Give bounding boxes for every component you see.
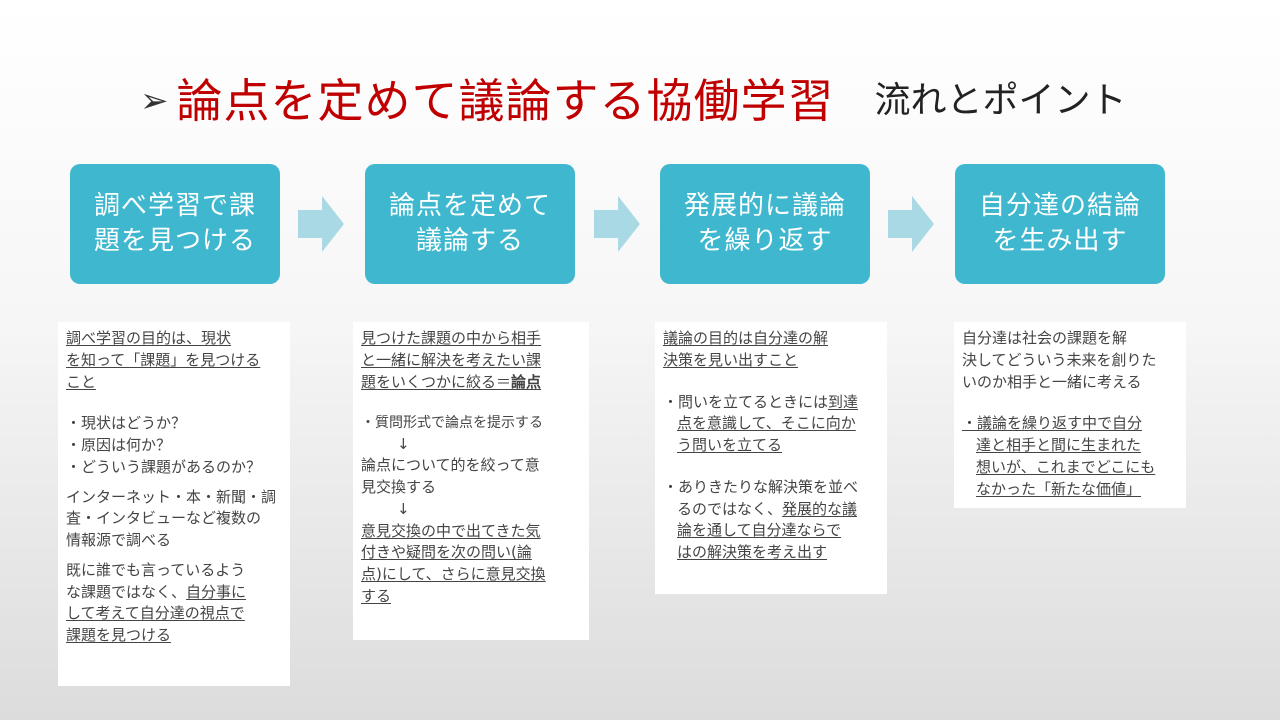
main-title: 論点を定めて議論する協働学習 <box>176 74 835 128</box>
card-discussion: 議論の目的は自分達の解 決策を見い出すこと ・問いを立てるときには到達 点を意識… <box>655 322 887 594</box>
card4-point-1: ・議論を繰り返す中で自分 達と相手と間に生まれた 想いが、これまでどこにも なか… <box>962 414 1156 498</box>
step-1-box: 調べ学習で課 題を見つける <box>70 164 280 284</box>
card3-point-1-plain: ・問いを立てるときには <box>663 392 829 411</box>
card3-intro: 議論の目的は自分達の解 決策を見い出すこと <box>663 329 829 369</box>
card1-question-3: ・どういう課題があるのか？ <box>66 457 262 476</box>
card3-point-1-underlined: 到達 点を意識して、そこに向か う問いを立てる <box>677 392 859 455</box>
card2-arrow-1: ↓ <box>397 434 410 453</box>
step-3-box: 発展的に議論 を繰り返す <box>660 164 870 284</box>
card1-sources: インターネット・本・新聞・調 査・インタビューなど複数の 情報源で調べる <box>66 487 277 550</box>
card-conclusion: 自分達は社会の課題を解 決してどういう未来を創りた いのか相手と一緒に考える ・… <box>954 322 1186 508</box>
card1-tip: 既に誰でも言っているよう な課題ではなく、自分事に して考えて自分達の視点で 課… <box>66 560 282 647</box>
step-3-label: 発展的に議論 を繰り返す <box>683 190 846 256</box>
card2-intro: 見つけた課題の中から相手 と一緒に解決を考えたい課 題をいくつかに絞る＝論点 <box>361 328 581 393</box>
card2-arrow-2: ↓ <box>397 499 410 518</box>
step-4-box: 自分達の結論 を生み出す <box>955 164 1165 284</box>
step-2-label: 論点を定めて 議論する <box>388 190 551 256</box>
card1-intro: 調べ学習の目的は、現状 を知って「課題」を見つける こと <box>66 329 261 391</box>
step-1-label: 調べ学習で課 題を見つける <box>93 190 256 256</box>
card2-point-2: 論点について的を絞って意 見交換する <box>361 456 540 497</box>
step-2-box: 論点を定めて 議論する <box>365 164 575 284</box>
flow-arrow-2-icon <box>594 196 640 252</box>
card3-point-1: ・問いを立てるときには到達 点を意識して、そこに向か う問いを立てる <box>663 392 879 457</box>
card3-point-2-plain: ・ありきたりな解決策を並べ るのではなく、 <box>663 477 859 518</box>
card2-point-3: 意見交換の中で出てきた気 付きや疑問を次の問い(論 点)にして、さらに意見交換 … <box>361 521 546 605</box>
card2-intro-text: 見つけた課題の中から相手 と一緒に解決を考えたい課 題をいくつかに絞る＝ <box>361 329 542 391</box>
card1-tip-underlined: 自分事に して考えて自分達の視点で 課題を見つける <box>66 582 247 645</box>
flow-arrow-3-icon <box>888 196 934 252</box>
card-issues: 見つけた課題の中から相手 と一緒に解決を考えたい課 題をいくつかに絞る＝論点 ・… <box>353 322 589 640</box>
card1-tip-plain: 既に誰でも言っているよう な課題ではなく、 <box>66 560 246 601</box>
slide-title-row: ➢ 論点を定めて議論する協働学習 流れとポイント <box>140 66 1220 136</box>
card1-question-2: ・原因は何か？ <box>66 436 172 454</box>
flow-arrow-1-icon <box>298 196 344 252</box>
card2-point-1: ・質問形式で論点を提示する <box>361 415 543 432</box>
card2-intro-keyword: 論点 <box>511 372 542 391</box>
card1-question-1: ・現状はどうか？ <box>66 414 187 433</box>
card3-point-2: ・ありきたりな解決策を並べ るのではなく、発展的な議 論を通して自分達ならで は… <box>663 477 879 564</box>
card4-intro: 自分達は社会の課題を解 決してどういう未来を創りた いのか相手と一緒に考える <box>962 329 1157 391</box>
card3-point-2-underlined: 発展的な議 論を通して自分達ならで はの解決策を考え出す <box>677 499 858 562</box>
step-4-label: 自分達の結論 を生み出す <box>978 190 1141 256</box>
card-research: 調べ学習の目的は、現状 を知って「課題」を見つける こと ・現状はどうか？ ・原… <box>58 322 290 686</box>
sub-title: 流れとポイント <box>874 80 1127 121</box>
arrow-bullet-icon: ➢ <box>140 81 169 121</box>
